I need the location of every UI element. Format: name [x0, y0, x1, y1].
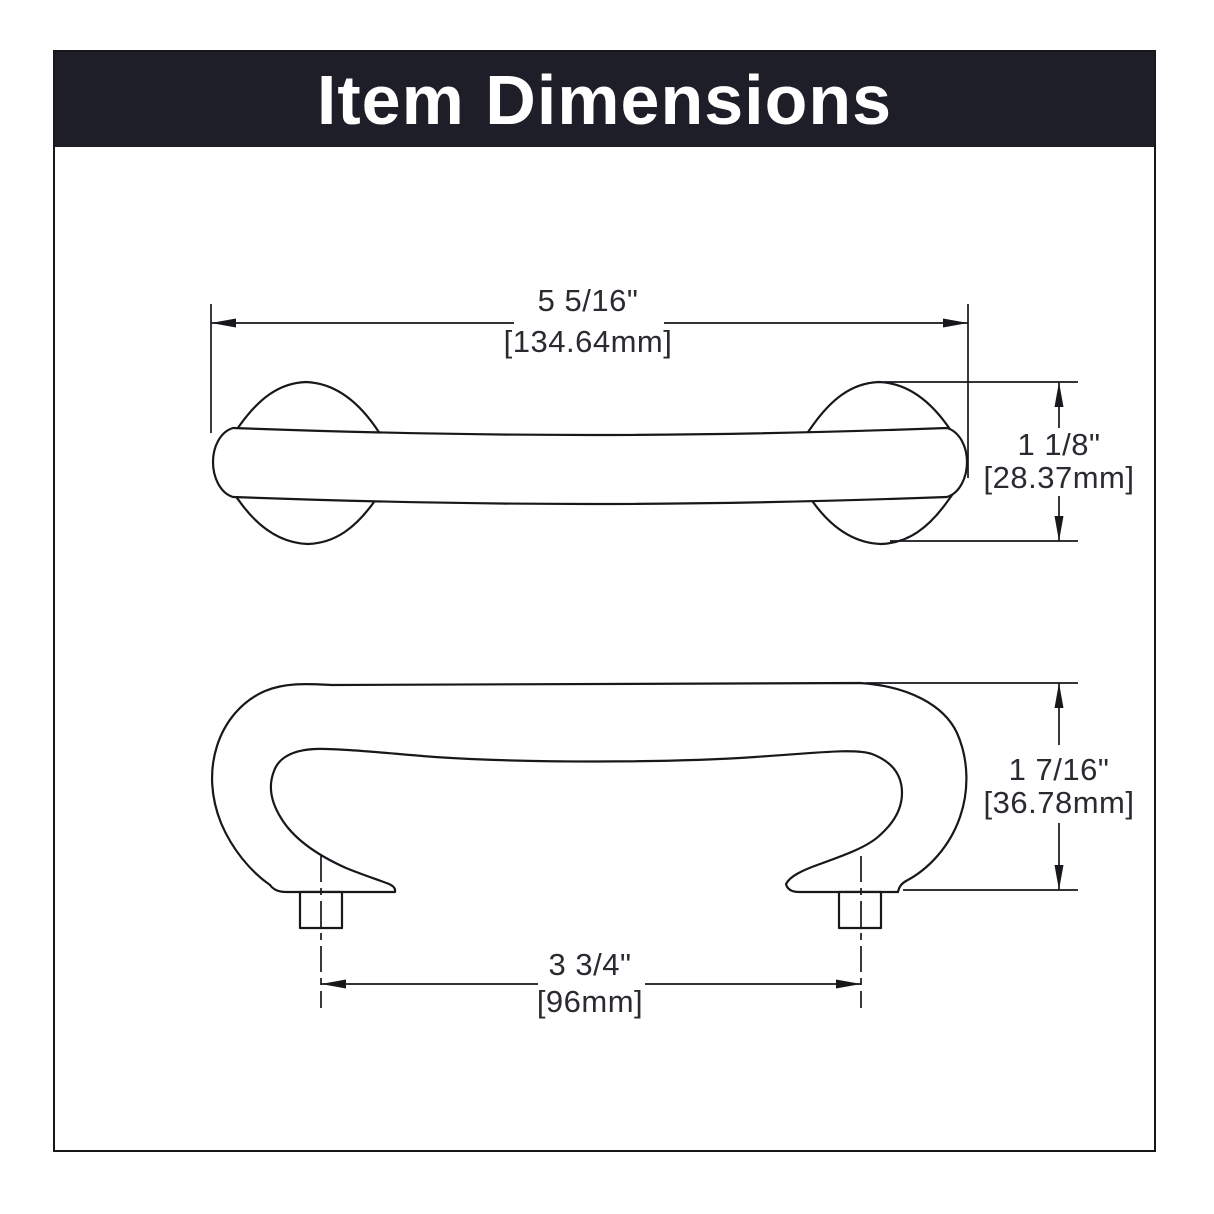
height-arrowhead-bottom — [1054, 865, 1064, 890]
top-view — [211, 380, 969, 546]
center-to-center-inches-label: 3 3/4" — [549, 947, 632, 982]
drawing-frame: Item Dimensions — [53, 50, 1156, 1152]
overall-length-mm-label: [134.64mm] — [504, 324, 673, 359]
width-arrowhead-bottom — [1054, 516, 1064, 541]
overall-width-dimension: 1 1/8" [28.37mm] — [884, 381, 1135, 542]
handle-profile-outline — [210, 681, 968, 894]
center-to-center-dimension: 3 3/4" [96mm] — [321, 947, 861, 1019]
center-to-center-mm-label: [96mm] — [537, 984, 643, 1019]
projection-height-dimension: 1 7/16" [36.78mm] — [866, 682, 1135, 891]
width-arrowhead-top — [1054, 382, 1064, 407]
handle-bar — [211, 426, 969, 506]
overall-length-dimension: 5 5/16" [134.64mm] — [210, 283, 969, 478]
cc-arrowhead-right — [836, 979, 861, 989]
overall-width-inches-label: 1 1/8" — [1018, 427, 1101, 462]
projection-height-inches-label: 1 7/16" — [1009, 752, 1110, 787]
right-screw-post — [837, 890, 883, 930]
cc-arrowhead-left — [321, 979, 346, 989]
overall-width-mm-label: [28.37mm] — [984, 460, 1135, 495]
header-bar: Item Dimensions — [55, 52, 1154, 147]
height-arrowhead-top — [1054, 683, 1064, 708]
side-view — [210, 681, 968, 1008]
length-arrowhead-left — [211, 318, 236, 328]
page-title: Item Dimensions — [316, 60, 893, 139]
length-arrowhead-right — [943, 318, 968, 328]
projection-height-mm-label: [36.78mm] — [984, 785, 1135, 820]
overall-length-inches-label: 5 5/16" — [538, 283, 639, 318]
